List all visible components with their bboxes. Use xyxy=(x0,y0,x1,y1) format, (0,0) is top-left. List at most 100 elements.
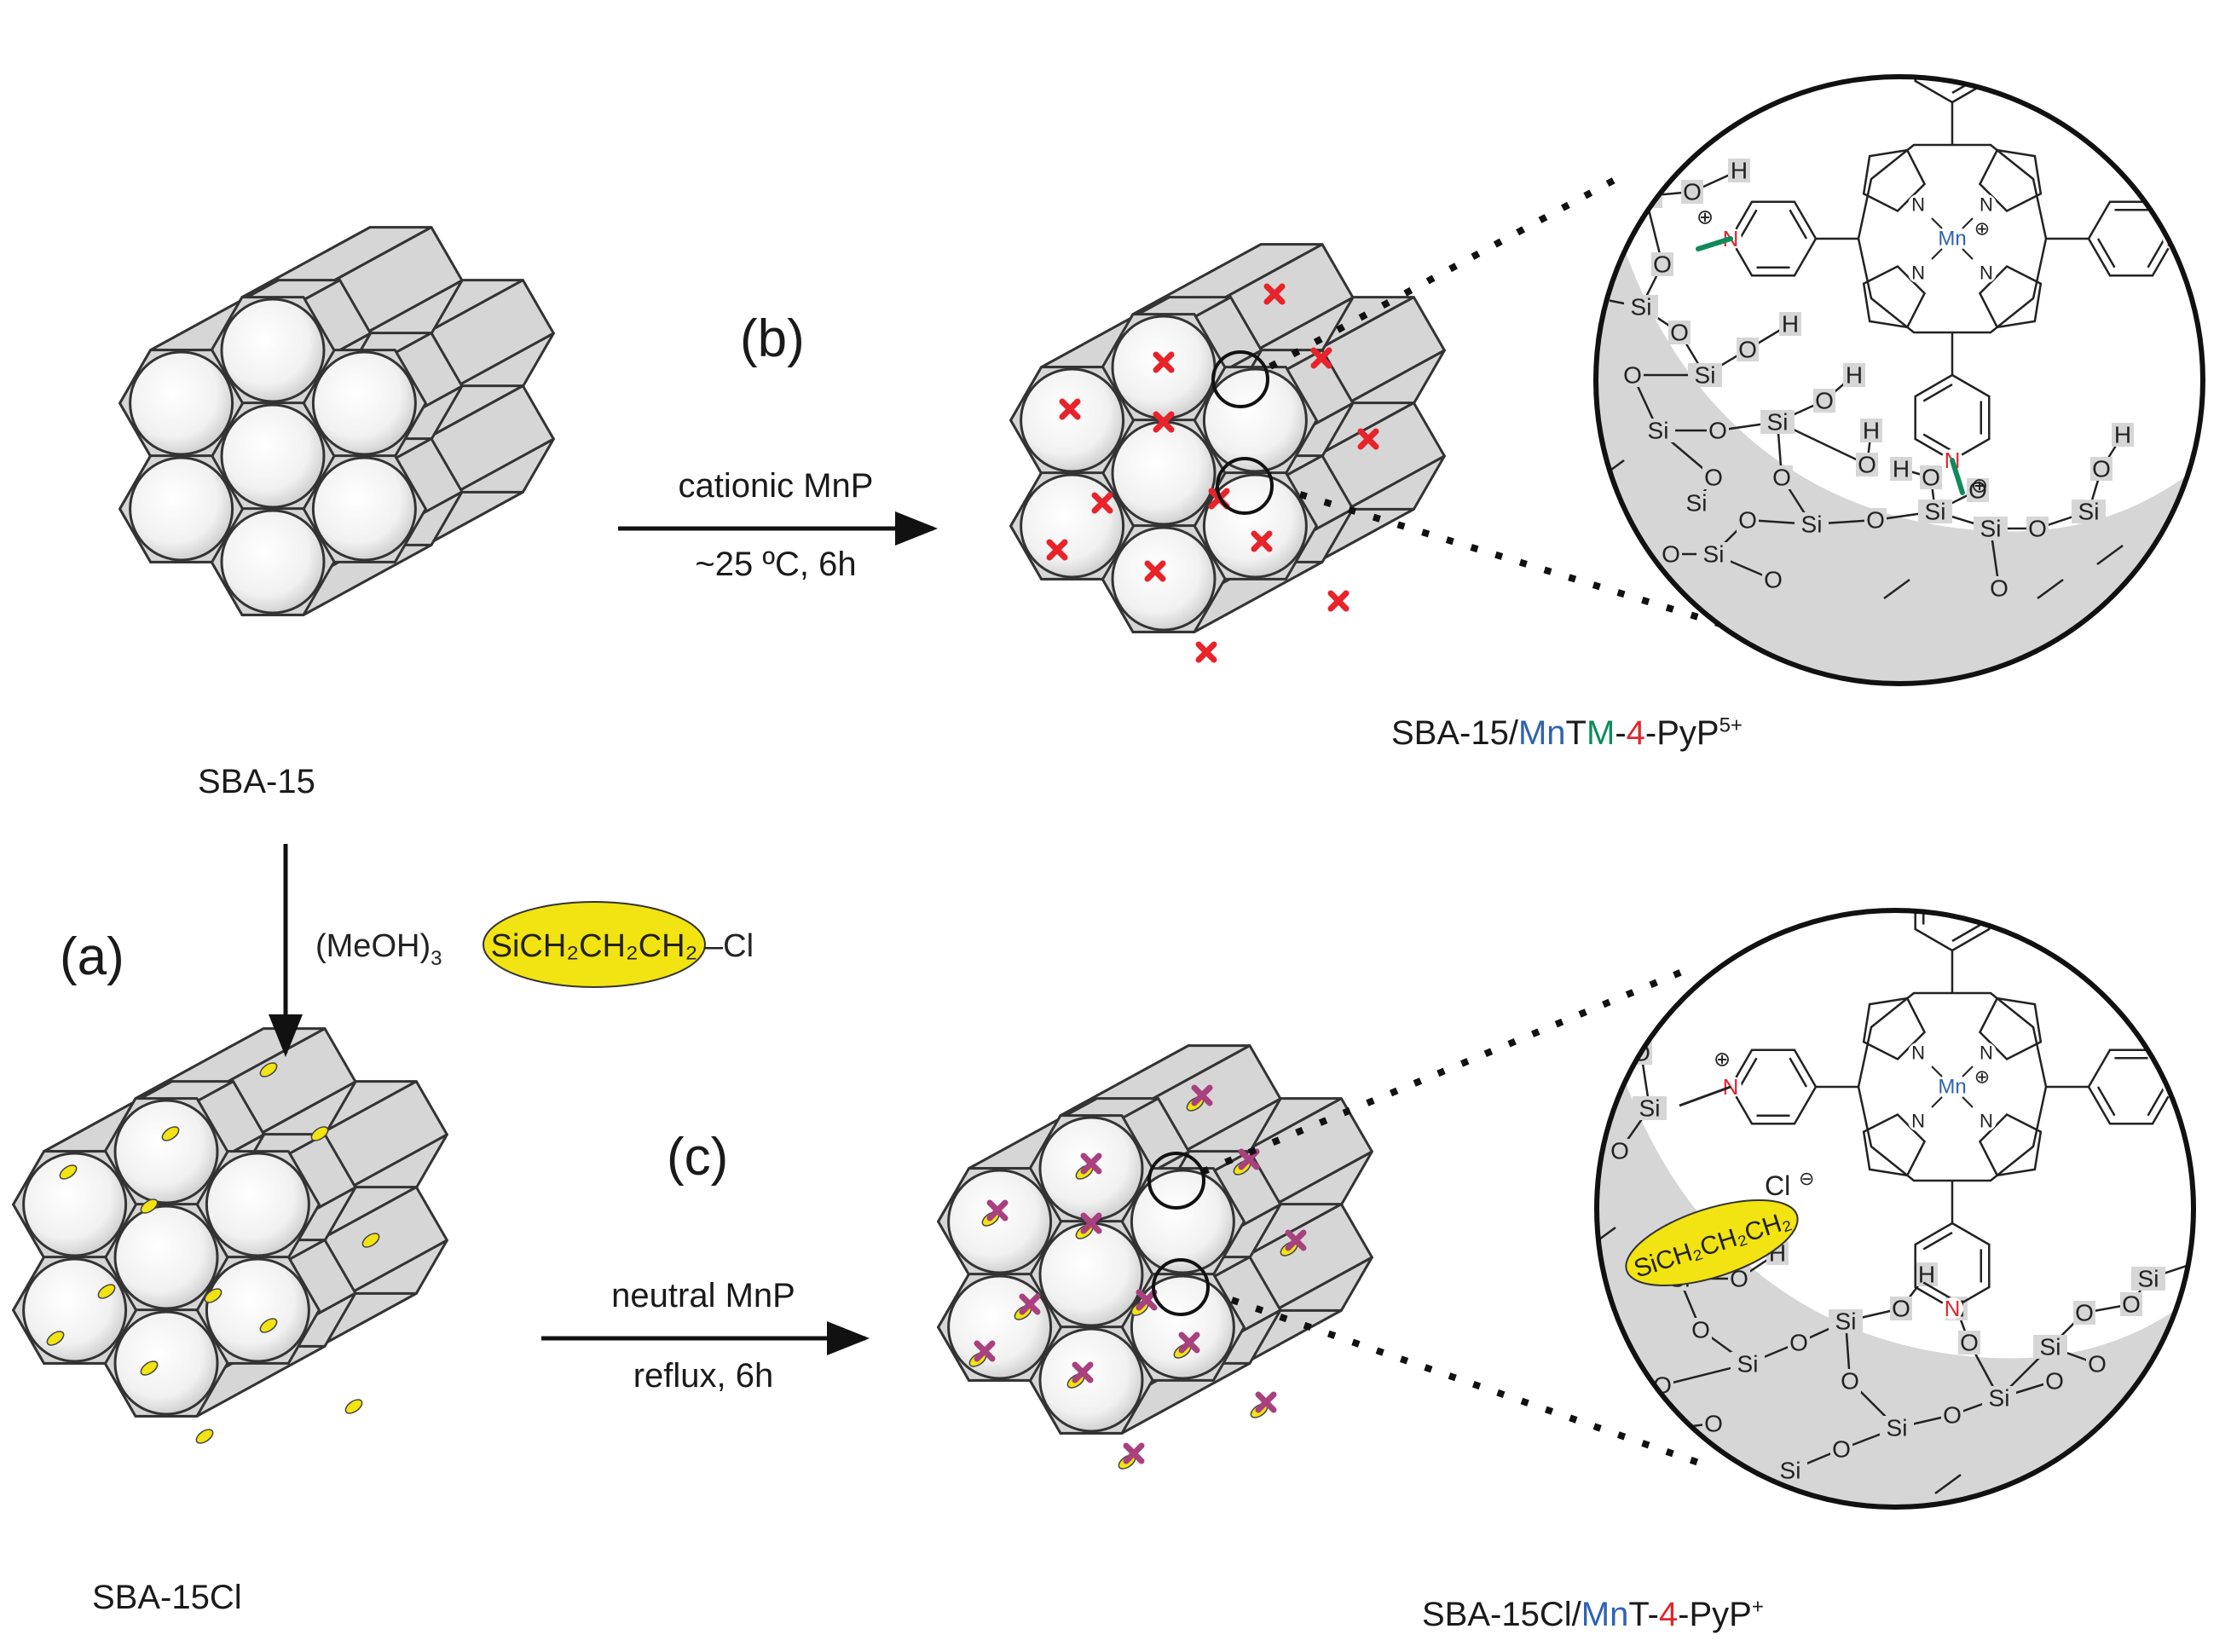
chloride-counterion: Cl xyxy=(1765,1170,1790,1201)
sba15-particle xyxy=(118,226,555,616)
silicon-atom: Si xyxy=(1695,362,1716,389)
pyridyl-ring xyxy=(1729,1048,1818,1125)
step-b-label: (b) xyxy=(740,309,805,368)
macrocycle xyxy=(1857,991,2048,1182)
pyridyl-ring xyxy=(1914,77,1991,104)
silicon-atom: Si xyxy=(1887,1415,1908,1441)
mnp-marker xyxy=(1327,590,1350,612)
reagent-linker: SiCH₂CH₂CH₂ xyxy=(491,928,698,964)
linker-grain xyxy=(195,1429,214,1444)
mnp-marker xyxy=(1019,1293,1041,1315)
pyrrole-nitrogen: N xyxy=(1980,263,1993,284)
hydrogen-atom: H xyxy=(1918,1262,1935,1288)
linker-grain xyxy=(259,1062,278,1077)
oxygen-atom: O xyxy=(2045,1368,2064,1395)
pore-channel xyxy=(129,350,234,456)
silicon-atom: Si xyxy=(1631,1419,1652,1446)
step-c-reagent: neutral MnP xyxy=(611,1277,795,1314)
oxygen-atom: O xyxy=(1892,1296,1910,1322)
oxygen-atom: O xyxy=(1691,1317,1710,1343)
oxygen-atom: O xyxy=(1662,541,1680,568)
oxygen-atom: O xyxy=(1772,465,1791,491)
oxygen-atom: O xyxy=(1683,179,1702,205)
pyridinium-charge: ⊕ xyxy=(1714,1048,1731,1071)
pyrrole-nitrogen: N xyxy=(1980,194,1993,216)
nitrogen-atom: N xyxy=(1945,1296,1961,1321)
step-c-conditions: reflux, 6h xyxy=(633,1357,774,1395)
mnp-marker xyxy=(1080,1152,1102,1175)
oxygen-atom: O xyxy=(1738,337,1757,363)
hydrogen-atom: H xyxy=(1863,418,1880,444)
pyrrole-nitrogen: N xyxy=(1911,1111,1925,1132)
mn-charge: ⊕ xyxy=(1974,1066,1990,1088)
linker-grain xyxy=(46,1331,65,1346)
oxygen-atom: O xyxy=(1960,1330,1979,1356)
pore-channel xyxy=(220,297,326,403)
zoom-circle xyxy=(1147,1152,1205,1210)
pore-channel xyxy=(113,1204,219,1310)
mnp-marker xyxy=(1251,530,1273,552)
linker-grain xyxy=(140,1199,159,1214)
silicon-atom: Si xyxy=(1780,1458,1801,1484)
mnp-marker xyxy=(1178,1331,1200,1354)
oxygen-atom: O xyxy=(1738,507,1757,534)
pore-channel xyxy=(311,456,417,562)
pore-channel xyxy=(220,403,326,509)
zoom-circle xyxy=(1152,1258,1210,1316)
methyl-group xyxy=(1696,236,1733,251)
magnified-view-bottom: OSiOSiOHOSiOSiOHOSiOOSiOSiOOHSiOOOSiOSiO… xyxy=(1594,852,2196,1510)
reagent-prefix: (MeOH)3 xyxy=(315,928,442,970)
methyl-group xyxy=(1950,458,1965,495)
pyrrole-nitrogen: N xyxy=(1980,1043,1993,1064)
sba15-mnp-particle xyxy=(1009,243,1446,663)
sba15-label: SBA-15 xyxy=(198,763,315,800)
oxygen-atom: O xyxy=(1922,465,1940,491)
mnp-marker xyxy=(974,1340,996,1362)
pore-channel xyxy=(1111,315,1217,420)
mnp-marker xyxy=(1310,347,1332,369)
oxygen-atom: O xyxy=(2075,1300,2094,1326)
nitrogen-atom: N xyxy=(1945,852,1961,878)
mnp-marker xyxy=(1153,411,1175,433)
mnp-marker xyxy=(1357,428,1379,450)
pore-channel xyxy=(1130,1274,1235,1380)
oxygen-atom: O xyxy=(1943,1402,1962,1429)
mnp-marker xyxy=(1080,1212,1102,1234)
zoom-circle xyxy=(1216,457,1274,515)
linker-grain xyxy=(361,1233,380,1248)
hydrogen-atom: H xyxy=(2114,422,2131,448)
silicon-atom: Si xyxy=(1989,1385,2010,1412)
step-c-label: (c) xyxy=(667,1128,729,1187)
pore-channel xyxy=(205,1257,310,1363)
pore-channel xyxy=(113,1099,219,1204)
oxygen-atom: O xyxy=(2028,516,2047,542)
sba15cl-mnp-particle xyxy=(937,1044,1373,1470)
zoom-lines-top xyxy=(1269,171,1758,638)
oxygen-atom: O xyxy=(1764,567,1783,593)
oxygen-atom: O xyxy=(2088,1351,2107,1378)
oxygen-atom: O xyxy=(2122,1291,2141,1318)
mnp-marker xyxy=(1059,398,1081,420)
nitrogen-atom: N xyxy=(1945,4,1961,30)
silicon-atom: Si xyxy=(1801,511,1823,538)
mnp-marker xyxy=(1195,641,1217,663)
pyridyl-ring xyxy=(1914,373,1991,462)
oxygen-atom: O xyxy=(1730,1266,1748,1292)
oxygen-atom: O xyxy=(1858,452,1876,478)
oxygen-atom: O xyxy=(1866,507,1885,534)
pyrrole-nitrogen: N xyxy=(1911,194,1925,216)
mnp-marker xyxy=(1191,1084,1213,1106)
pore-channel xyxy=(22,1257,128,1363)
pyrrole-nitrogen: N xyxy=(1911,263,1925,284)
pore-channel xyxy=(947,1169,1053,1274)
oxygen-atom: O xyxy=(1708,418,1727,444)
pore-channel xyxy=(1111,420,1217,526)
oxygen-atom: O xyxy=(1832,1436,1851,1463)
linker-grain xyxy=(204,1288,223,1303)
pore-channel xyxy=(1202,473,1308,579)
pore-channel xyxy=(1038,1222,1144,1327)
silicon-atom: Si xyxy=(2040,1334,2061,1360)
manganese-center: Mn xyxy=(1938,1076,1966,1099)
